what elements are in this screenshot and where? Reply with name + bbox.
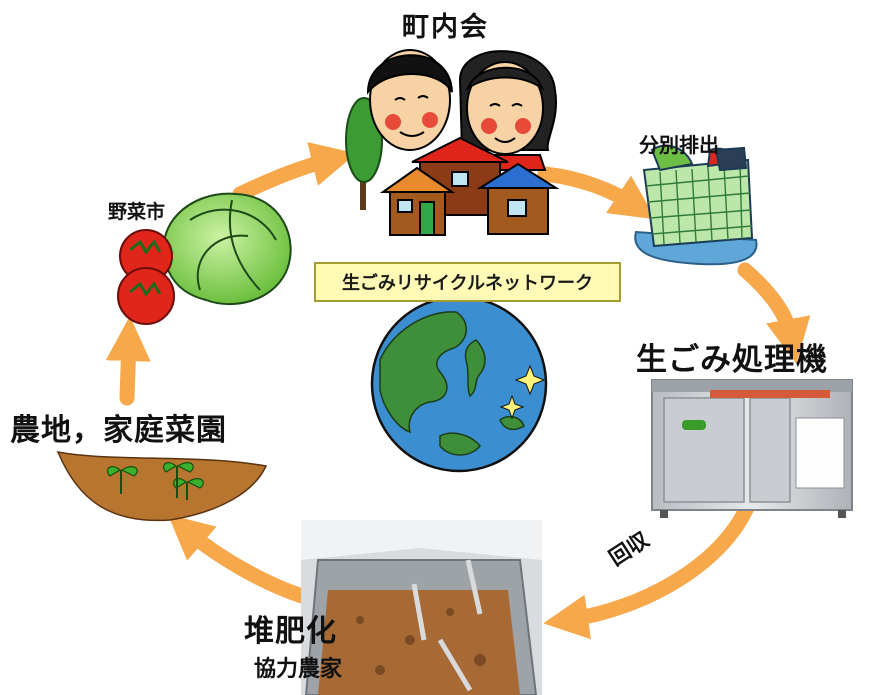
arrow-collection — [543, 497, 756, 640]
label-garbage-processor: 生ごみ処理機 — [636, 342, 828, 378]
globe-icon — [370, 295, 548, 473]
cycle-arrows — [105, 142, 811, 640]
arrow-to-market — [105, 316, 151, 406]
label-partner-farmers: 協力農家 — [254, 657, 343, 682]
tomato-icon — [117, 229, 175, 325]
people-icon — [366, 49, 557, 171]
cabbage-icon — [162, 192, 292, 306]
arrow-to-sorting — [537, 166, 656, 220]
network-title: 生ごみリサイクルネットワーク — [314, 262, 621, 302]
machine-icon — [651, 379, 853, 518]
arrow-to-machine — [737, 262, 811, 364]
arrow-to-farmland — [167, 514, 310, 604]
soil-icon — [56, 451, 268, 522]
compost-photo — [301, 520, 542, 695]
label-neighborhood-association: 町内会 — [402, 12, 489, 43]
houses-icon — [379, 136, 560, 236]
label-sorted-disposal: 分別排出 — [639, 133, 719, 157]
arrow-to-community — [232, 142, 357, 202]
label-composting: 堆肥化 — [244, 614, 337, 649]
label-farmland: 農地，家庭菜園 — [10, 413, 227, 448]
label-vegetable-market: 野菜市 — [108, 201, 166, 223]
bin-icon — [634, 144, 758, 266]
